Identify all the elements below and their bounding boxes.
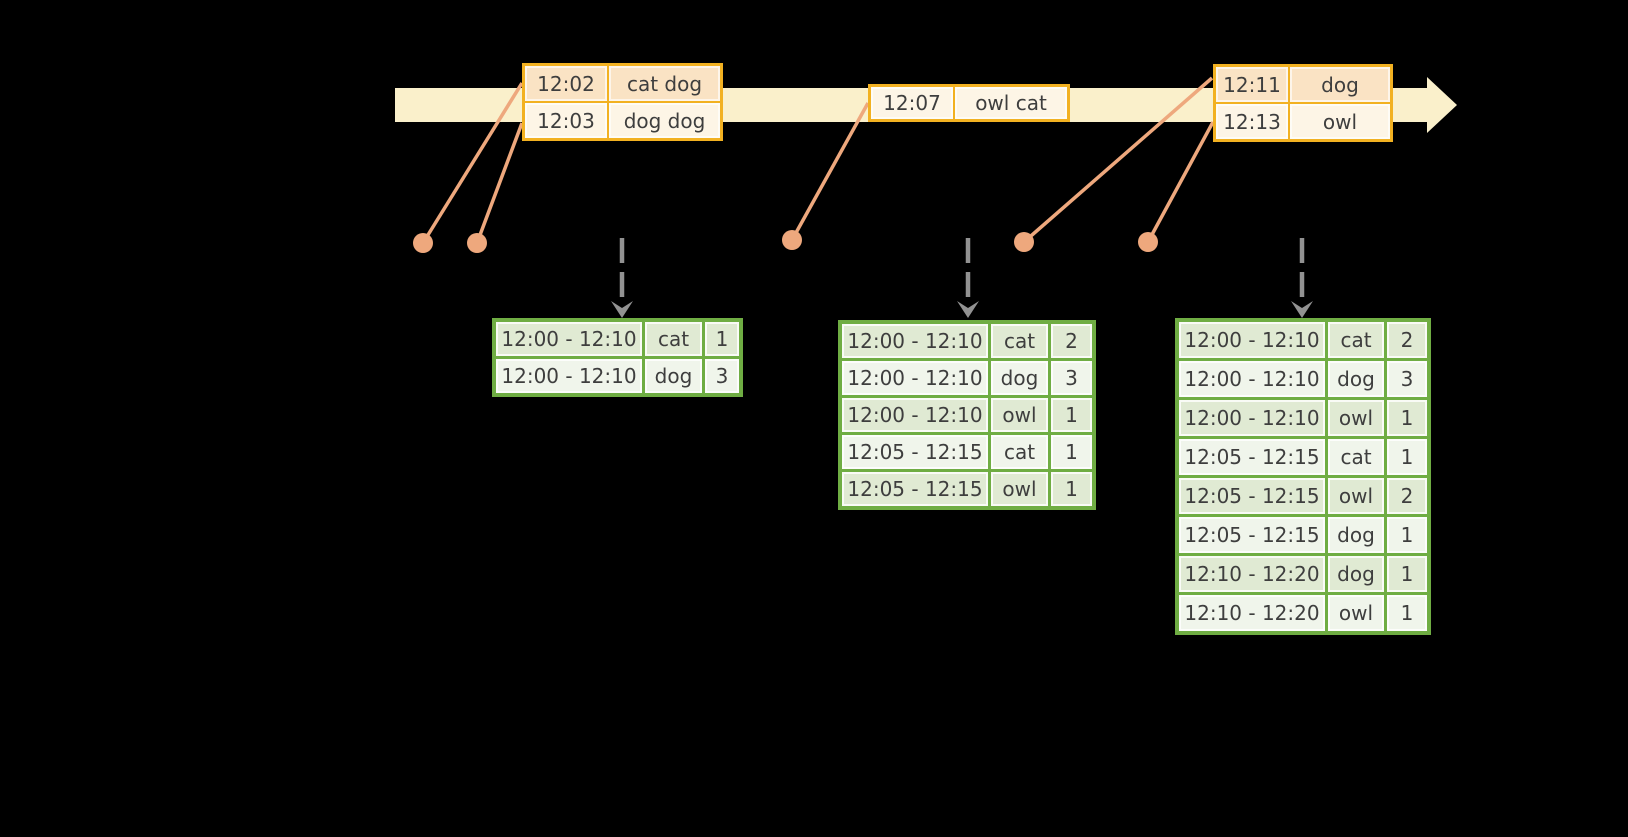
window-cell: 12:10 - 12:20 bbox=[1179, 556, 1325, 592]
count-cell: 1 bbox=[1387, 439, 1427, 475]
window-cell: 12:05 - 12:15 bbox=[1179, 478, 1325, 514]
word-cell: dog bbox=[991, 361, 1048, 395]
trigger-arrowhead-icon bbox=[957, 301, 979, 318]
trigger-arrowhead-icon bbox=[611, 301, 633, 318]
count-cell: 1 bbox=[1387, 400, 1427, 436]
arrival-marker-dot bbox=[1138, 232, 1158, 252]
window-cell: 12:00 - 12:10 bbox=[1179, 400, 1325, 436]
word-cell: owl bbox=[991, 472, 1048, 506]
word-cell: dog bbox=[645, 359, 702, 393]
count-cell: 2 bbox=[1387, 478, 1427, 514]
window-cell: 12:00 - 12:10 bbox=[1179, 361, 1325, 397]
event-words-cell: owl cat bbox=[955, 87, 1067, 119]
arrival-marker-dot bbox=[1014, 232, 1034, 252]
word-cell: cat bbox=[1328, 322, 1384, 358]
count-cell: 1 bbox=[1387, 556, 1427, 592]
window-cell: 12:10 - 12:20 bbox=[1179, 595, 1325, 631]
arrival-marker-dot bbox=[467, 233, 487, 253]
window-cell: 12:05 - 12:15 bbox=[1179, 439, 1325, 475]
word-cell: owl bbox=[1328, 595, 1384, 631]
event-time-cell: 12:13 bbox=[1216, 104, 1288, 139]
arrival-marker-dot bbox=[782, 230, 802, 250]
event-words-cell: dog bbox=[1290, 67, 1390, 102]
count-cell: 2 bbox=[1387, 322, 1427, 358]
count-cell: 1 bbox=[1051, 398, 1092, 432]
window-cell: 12:00 - 12:10 bbox=[842, 398, 988, 432]
word-cell: owl bbox=[1328, 478, 1384, 514]
word-cell: owl bbox=[991, 398, 1048, 432]
timeline-arrowhead-icon bbox=[1427, 77, 1457, 133]
event-leader-line bbox=[421, 82, 524, 244]
window-cell: 12:05 - 12:15 bbox=[842, 472, 988, 506]
word-cell: dog bbox=[1328, 556, 1384, 592]
count-cell: 1 bbox=[1051, 435, 1092, 469]
event-leader-line bbox=[790, 102, 870, 241]
count-cell: 3 bbox=[1387, 361, 1427, 397]
count-cell: 1 bbox=[705, 322, 739, 356]
event-time-cell: 12:07 bbox=[871, 87, 953, 119]
event-leader-line bbox=[1022, 76, 1214, 244]
word-cell: owl bbox=[1328, 400, 1384, 436]
count-cell: 1 bbox=[1387, 595, 1427, 631]
window-cell: 12:00 - 12:10 bbox=[842, 324, 988, 358]
window-cell: 12:00 - 12:10 bbox=[496, 359, 642, 393]
word-cell: dog bbox=[1328, 361, 1384, 397]
window-cell: 12:00 - 12:10 bbox=[1179, 322, 1325, 358]
event-words-cell: dog dog bbox=[609, 103, 720, 138]
count-cell: 1 bbox=[1387, 517, 1427, 553]
word-cell: cat bbox=[645, 322, 702, 356]
window-cell: 12:00 - 12:10 bbox=[496, 322, 642, 356]
count-cell: 2 bbox=[1051, 324, 1092, 358]
count-cell: 3 bbox=[705, 359, 739, 393]
trigger-arrowhead-icon bbox=[1291, 301, 1313, 318]
event-leader-line bbox=[1146, 121, 1215, 243]
event-words-cell: owl bbox=[1290, 104, 1390, 139]
count-cell: 1 bbox=[1051, 472, 1092, 506]
window-cell: 12:05 - 12:15 bbox=[842, 435, 988, 469]
event-time-cell: 12:02 bbox=[525, 66, 607, 101]
count-cell: 3 bbox=[1051, 361, 1092, 395]
window-cell: 12:05 - 12:15 bbox=[1179, 517, 1325, 553]
event-time-cell: 12:11 bbox=[1216, 67, 1288, 102]
word-cell: cat bbox=[991, 435, 1048, 469]
word-cell: dog bbox=[1328, 517, 1384, 553]
arrival-marker-dot bbox=[413, 233, 433, 253]
word-cell: cat bbox=[991, 324, 1048, 358]
event-time-cell: 12:03 bbox=[525, 103, 607, 138]
word-cell: cat bbox=[1328, 439, 1384, 475]
window-cell: 12:00 - 12:10 bbox=[842, 361, 988, 395]
event-words-cell: cat dog bbox=[609, 66, 720, 101]
event-leader-line bbox=[475, 122, 524, 244]
